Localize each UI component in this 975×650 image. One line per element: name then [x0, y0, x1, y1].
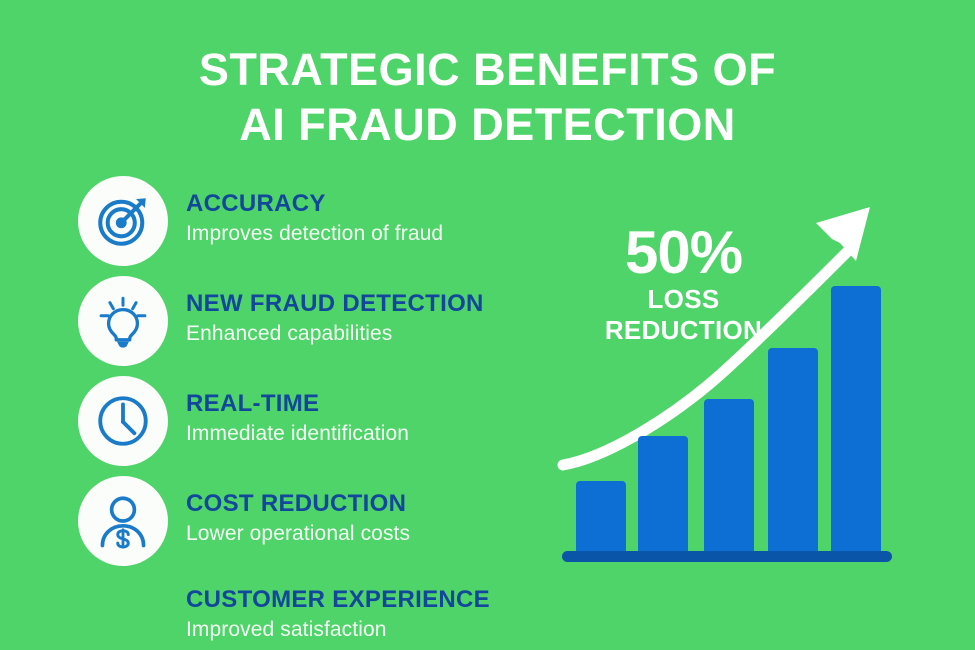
benefit-subtitle: Improved satisfaction: [186, 618, 387, 641]
benefit-title: ACCURACY: [186, 190, 326, 217]
benefit-title: REAL-TIME: [186, 390, 320, 417]
growth-arrow-icon: [557, 207, 870, 471]
benefits-list: ACCURACY Improves detection of fraud: [78, 176, 548, 650]
benefit-text-cost-reduction: COST REDUCTION Lower operational costs: [186, 489, 616, 549]
clock-icon: [78, 376, 168, 466]
benefit-text-customer-experience: CUSTOMER EXPERIENCE Improved satisfactio…: [186, 585, 616, 645]
chart-bar-1: [576, 481, 626, 558]
benefit-item-real-time: REAL-TIME Immediate identification: [78, 376, 548, 476]
person-dollar-icon: [78, 476, 168, 566]
lightbulb-icon: [78, 276, 168, 366]
benefit-title: CUSTOMER EXPERIENCE: [186, 586, 490, 613]
growth-bar-chart: 50% LOSS REDUCTION: [548, 185, 948, 585]
benefit-item-accuracy: ACCURACY Improves detection of fraud: [78, 176, 548, 276]
page-title-line-2: AI FRAUD DETECTION: [239, 99, 736, 150]
benefit-text-real-time: REAL-TIME Immediate identification: [186, 389, 616, 449]
chart-bar-5: [831, 286, 881, 558]
benefit-subtitle: Immediate identification: [186, 422, 410, 445]
target-icon: [78, 176, 168, 266]
chart-bar-4: [768, 348, 818, 558]
benefit-item-customer-experience: CUSTOMER EXPERIENCE Improved satisfactio…: [78, 576, 548, 650]
chart-bar-3: [704, 399, 754, 558]
benefit-subtitle: Improves detection of fraud: [186, 222, 444, 245]
benefit-subtitle: Lower operational costs: [186, 522, 411, 545]
benefit-item-cost-reduction: COST REDUCTION Lower operational costs: [78, 476, 548, 576]
chart-bar-2: [638, 436, 688, 558]
page-title: STRATEGIC BENEFITS OF AI FRAUD DETECTION: [0, 42, 975, 152]
chart-bars: [576, 286, 881, 558]
benefit-title: COST REDUCTION: [186, 490, 407, 517]
page-title-line-1: STRATEGIC BENEFITS OF: [198, 44, 777, 95]
chart-baseline: [562, 551, 892, 562]
benefit-text-accuracy: ACCURACY Improves detection of fraud: [186, 189, 616, 249]
benefit-title: NEW FRAUD DETECTION: [186, 290, 484, 317]
benefit-text-new-fraud-detection: NEW FRAUD DETECTION Enhanced capabilitie…: [186, 289, 616, 349]
benefit-item-new-fraud-detection: NEW FRAUD DETECTION Enhanced capabilitie…: [78, 276, 548, 376]
benefit-subtitle: Enhanced capabilities: [186, 322, 393, 345]
